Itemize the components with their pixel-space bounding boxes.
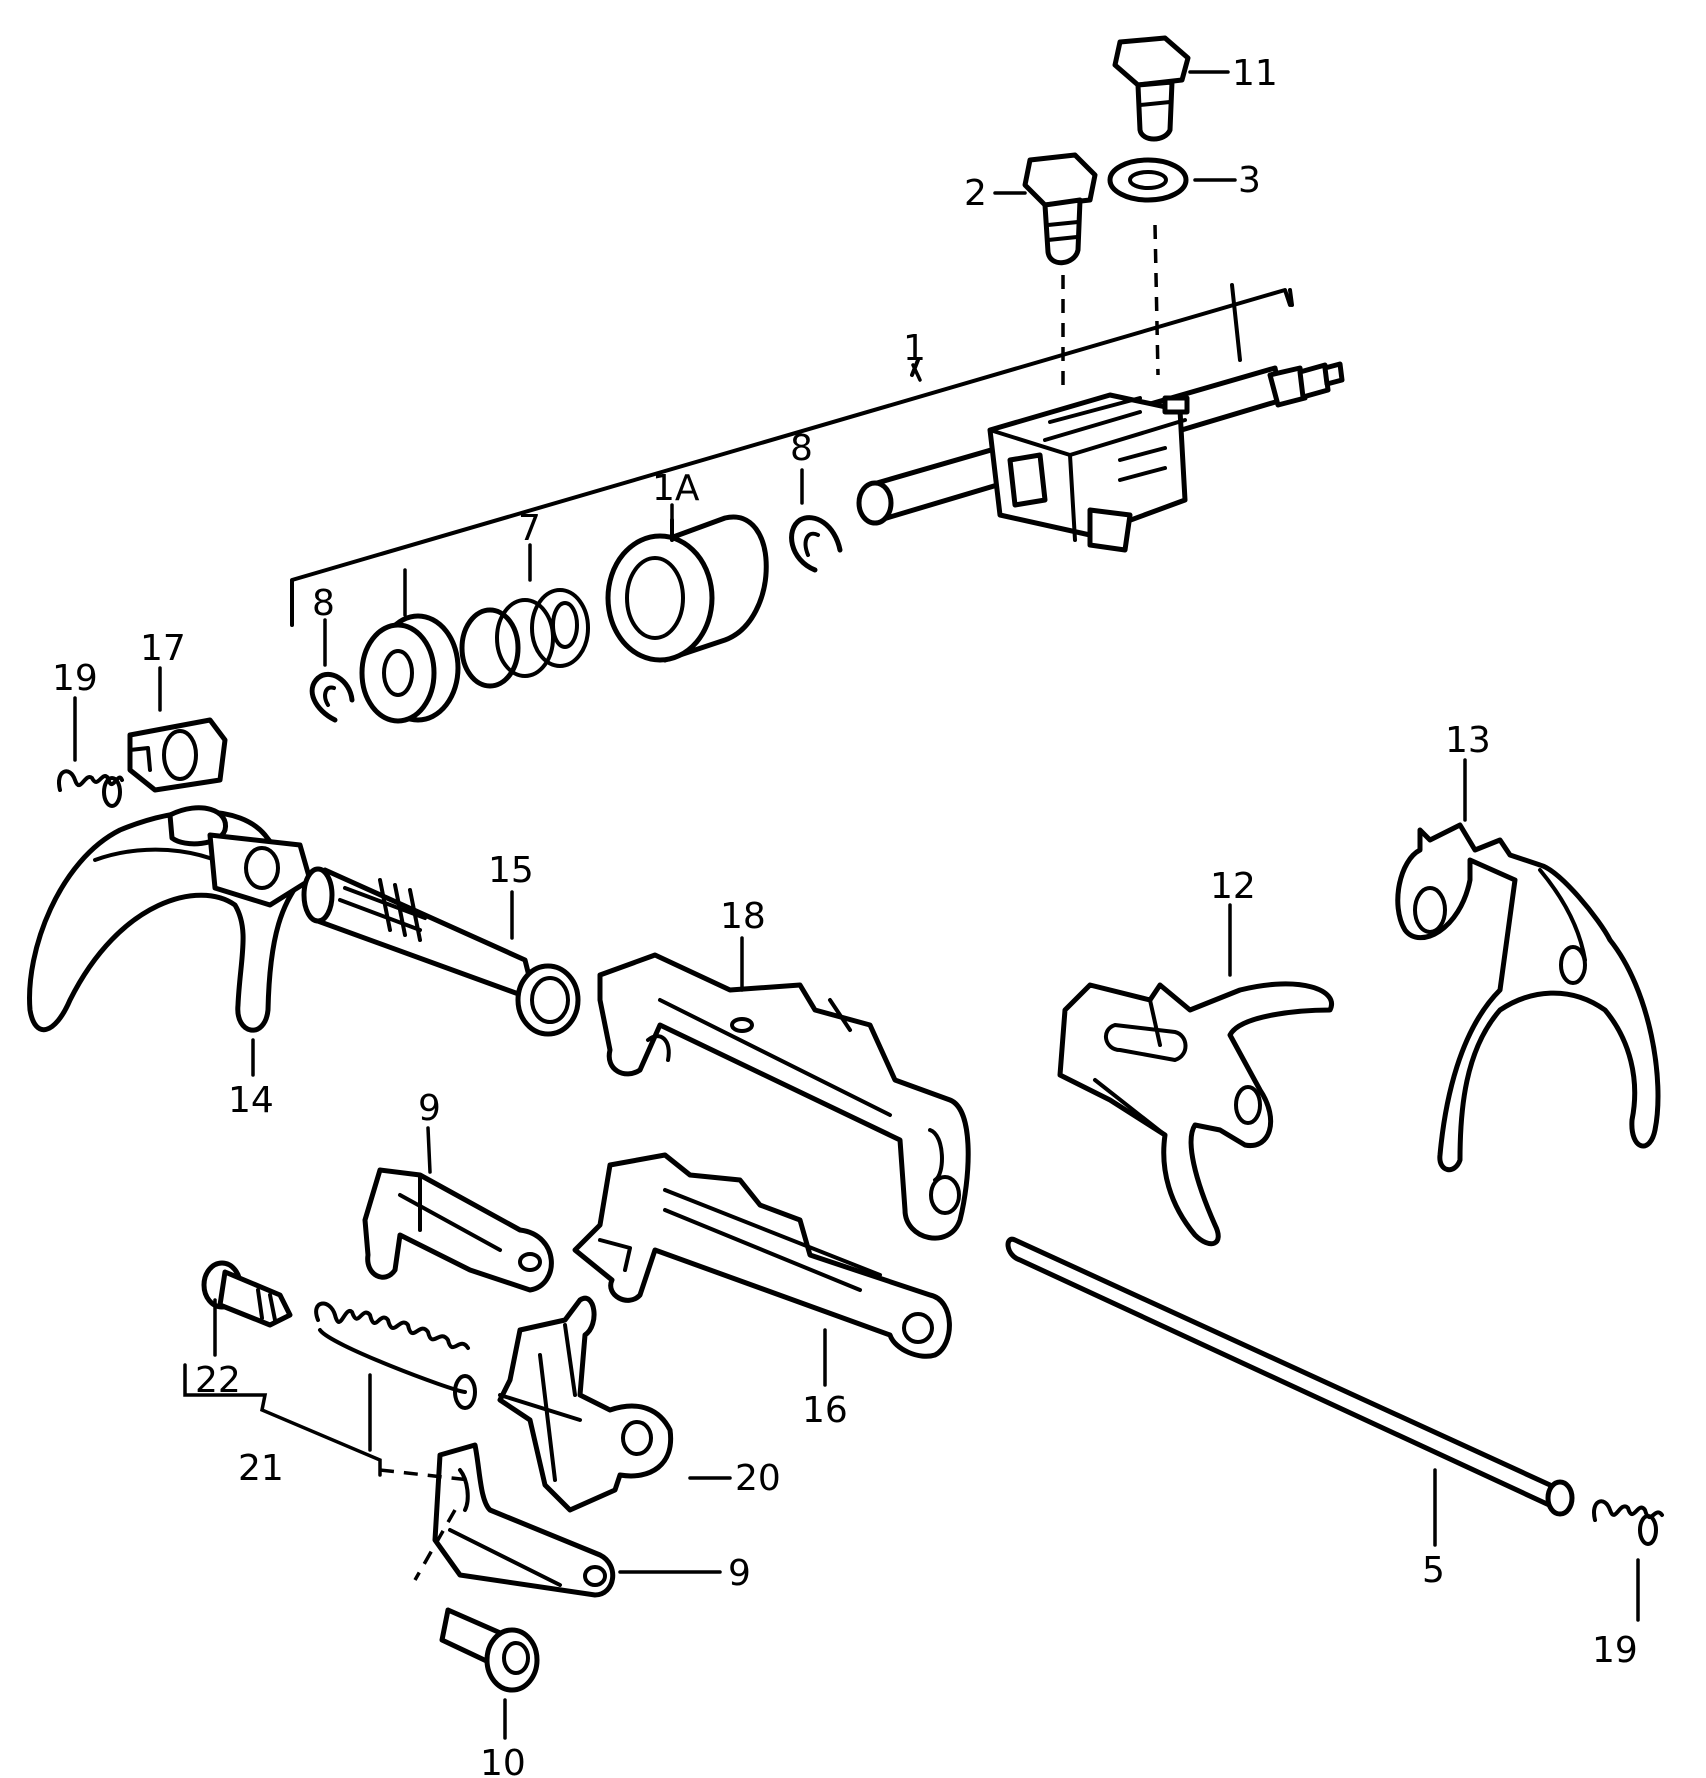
callout-9-lower: 9 — [728, 1553, 751, 1594]
part-20-guide — [497, 1295, 674, 1513]
part-12-fork — [1057, 981, 1334, 1247]
callout-5: 5 — [1422, 1550, 1445, 1591]
callout-13: 13 — [1445, 720, 1491, 761]
callout-1a: 1A — [652, 468, 700, 509]
part-11-bolt — [1112, 35, 1191, 142]
bearing-ring — [359, 613, 461, 724]
leader-lines — [73, 70, 1640, 1740]
callout-15: 15 — [488, 850, 534, 891]
part-7-spring — [459, 588, 590, 689]
part-21-spring — [314, 1301, 477, 1410]
part-3-washer — [1107, 157, 1189, 203]
part-8-circlip-lower — [309, 671, 355, 723]
part-1-selector-shaft — [290, 283, 1345, 627]
callout-20: 20 — [735, 1458, 781, 1499]
part-10-bolt — [439, 1607, 540, 1693]
callout-17: 17 — [140, 628, 186, 669]
part-1a-sleeve — [605, 514, 769, 663]
part-5-long-shaft — [1005, 1236, 1575, 1517]
callout-8-upper: 8 — [790, 428, 813, 469]
callout-7: 7 — [518, 508, 541, 549]
part-13-fork-right — [1395, 822, 1661, 1172]
callout-22: 22 — [195, 1360, 241, 1401]
part-17-guide — [127, 717, 228, 793]
assembly-lines-lower — [379, 1468, 471, 1581]
part-9-bracket-upper — [362, 1167, 554, 1293]
part-19-spring-left — [57, 769, 124, 808]
callout-21: 21 — [238, 1448, 284, 1489]
callout-2: 2 — [964, 173, 987, 214]
part-18-selector-plate — [597, 952, 971, 1241]
callout-12: 12 — [1210, 866, 1256, 907]
callout-19-left: 19 — [52, 658, 98, 699]
part-9-bracket-lower — [432, 1442, 616, 1598]
callout-3: 3 — [1238, 160, 1261, 201]
callout-18: 18 — [720, 896, 766, 937]
part-14-fork-left — [27, 805, 313, 1033]
callout-16: 16 — [802, 1390, 848, 1431]
callout-9-upper: 9 — [418, 1088, 441, 1129]
part-22-bolt — [201, 1260, 293, 1328]
callout-19-right: 19 — [1592, 1630, 1638, 1671]
part-8-circlip-upper — [789, 515, 843, 573]
callout-labels: 11 2 3 1 8 1A 7 8 17 19 14 15 18 12 13 9… — [52, 53, 1638, 1778]
assembly-lines-top — [1061, 224, 1160, 395]
part-16-selector-plate — [572, 1152, 952, 1359]
callout-8-lower: 8 — [312, 583, 335, 624]
callout-10: 10 — [480, 1743, 526, 1778]
part-19-spring-right — [1592, 1499, 1664, 1546]
part-2-bolt — [1022, 152, 1098, 266]
callout-11: 11 — [1232, 53, 1278, 94]
part-15-shaft — [301, 866, 581, 1037]
callout-1: 1 — [903, 328, 926, 369]
callout-14: 14 — [228, 1080, 274, 1121]
